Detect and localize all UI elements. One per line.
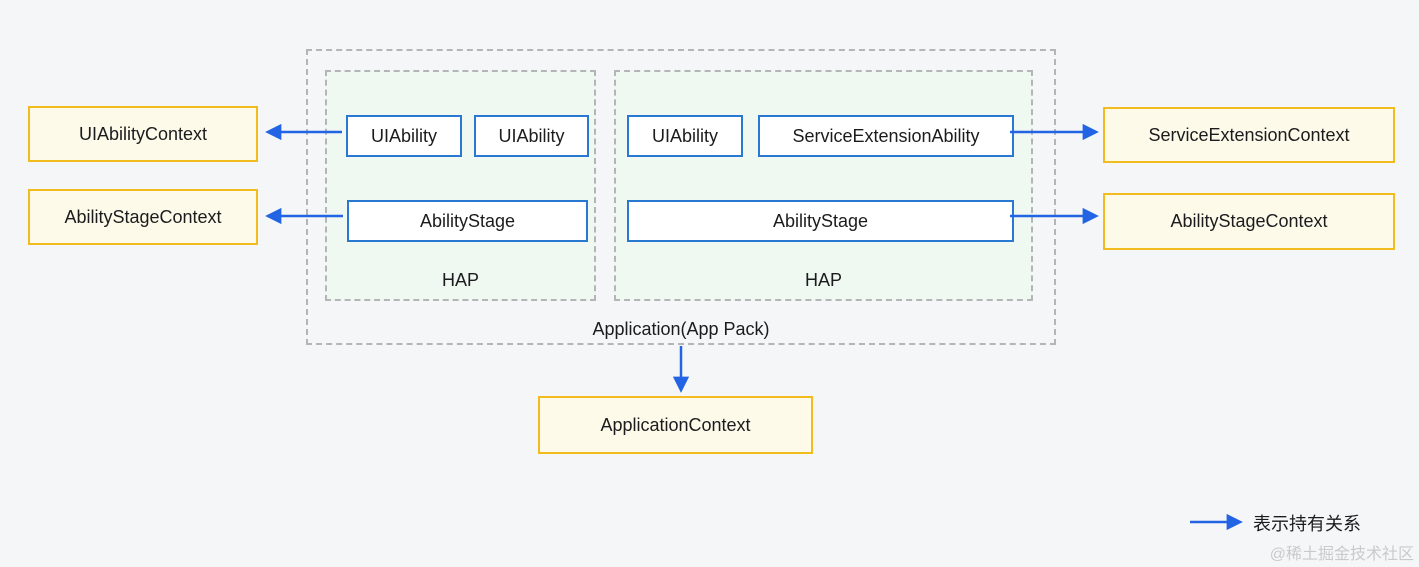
service-extension-ability-label: ServiceExtensionAbility xyxy=(792,125,980,146)
service-extension-ability-box: ServiceExtensionAbility xyxy=(758,115,1014,157)
uiability-context-box: UIAbilityContext xyxy=(28,106,258,162)
hap-container-2: UIAbility ServiceExtensionAbility Abilit… xyxy=(614,70,1033,301)
service-extension-context-box: ServiceExtensionContext xyxy=(1103,107,1395,163)
uiability-context-label: UIAbilityContext xyxy=(78,123,208,144)
watermark-text: @稀土掘金技术社区 xyxy=(1269,546,1414,563)
ability-stage-box-1: AbilityStage xyxy=(347,200,588,242)
application-container-label: Application(App Pack) xyxy=(592,319,770,339)
legend-label: 表示持有关系 xyxy=(1253,514,1361,534)
application-container: UIAbility UIAbility AbilityStage HAP UIA… xyxy=(306,49,1056,345)
uiability-box-1-label: UIAbility xyxy=(370,125,437,146)
uiability-box-3: UIAbility xyxy=(627,115,743,157)
ability-stage-box-2: AbilityStage xyxy=(627,200,1014,242)
hap-container-1: UIAbility UIAbility AbilityStage HAP xyxy=(325,70,596,301)
application-context-label: ApplicationContext xyxy=(600,414,751,435)
ability-stage-context-right-label: AbilityStageContext xyxy=(1170,211,1328,231)
uiability-box-2: UIAbility xyxy=(474,115,589,157)
application-context-box: ApplicationContext xyxy=(538,396,813,454)
ability-stage-context-left-box: AbilityStageContext xyxy=(28,189,258,245)
ability-stage-context-right-box: AbilityStageContext xyxy=(1103,193,1395,250)
uiability-box-1: UIAbility xyxy=(346,115,462,157)
uiability-box-2-label: UIAbility xyxy=(498,125,565,146)
hap-1-label: HAP xyxy=(441,270,479,290)
service-extension-context-label: ServiceExtensionContext xyxy=(1148,124,1350,145)
hap-2-label: HAP xyxy=(804,270,842,290)
uiability-box-3-label: UIAbility xyxy=(651,125,718,146)
ability-stage-box-2-label: AbilityStage xyxy=(772,210,869,231)
ability-stage-box-1-label: AbilityStage xyxy=(419,210,516,231)
ability-stage-context-left-label: AbilityStageContext xyxy=(64,206,222,227)
